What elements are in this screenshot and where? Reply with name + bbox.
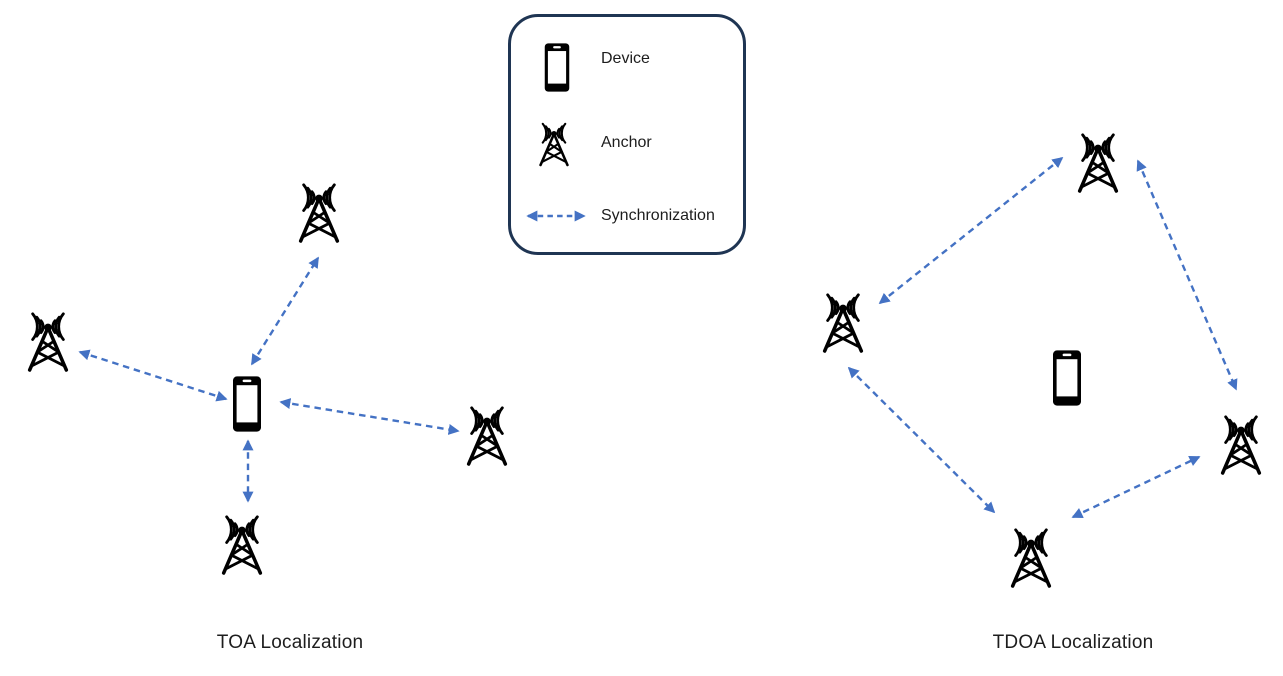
legend-box: Device Anchor Synchronization — [508, 14, 746, 255]
toa-sync-device-left-anchor — [78, 349, 228, 402]
toa-device-icon — [231, 374, 263, 434]
legend-synchronization-arrow-icon — [517, 209, 595, 223]
legend-device-icon — [543, 42, 571, 93]
legend-anchor-label: Anchor — [601, 134, 652, 151]
tdoa-sync-left-bottom-anchor — [847, 366, 996, 514]
tdoa-anchor-top-icon — [1068, 122, 1128, 200]
tdoa-sync-top-right-anchor — [1136, 159, 1238, 391]
tdoa-anchor-left-icon — [813, 282, 873, 360]
toa-sync-device-top-anchor — [250, 256, 320, 366]
legend-anchor-icon — [532, 116, 576, 170]
toa-sync-device-right-anchor — [279, 398, 460, 435]
toa-anchor-bottom-icon — [212, 504, 272, 582]
toa-anchor-right-icon — [457, 395, 517, 473]
tdoa-sync-left-top-anchor — [878, 156, 1064, 305]
toa-anchor-left-icon — [18, 301, 78, 379]
tdoa-device-icon — [1051, 348, 1083, 408]
legend-device-label: Device — [601, 50, 650, 67]
toa-caption: TOA Localization — [216, 632, 364, 653]
tdoa-anchor-bottom-icon — [1001, 517, 1061, 595]
tdoa-anchor-right-icon — [1211, 404, 1271, 482]
toa-anchor-top-icon — [289, 172, 349, 250]
tdoa-caption: TDOA Localization — [992, 632, 1154, 653]
tdoa-sync-bottom-right-anchor — [1071, 455, 1201, 519]
legend-synchronization-label: Synchronization — [601, 207, 715, 224]
